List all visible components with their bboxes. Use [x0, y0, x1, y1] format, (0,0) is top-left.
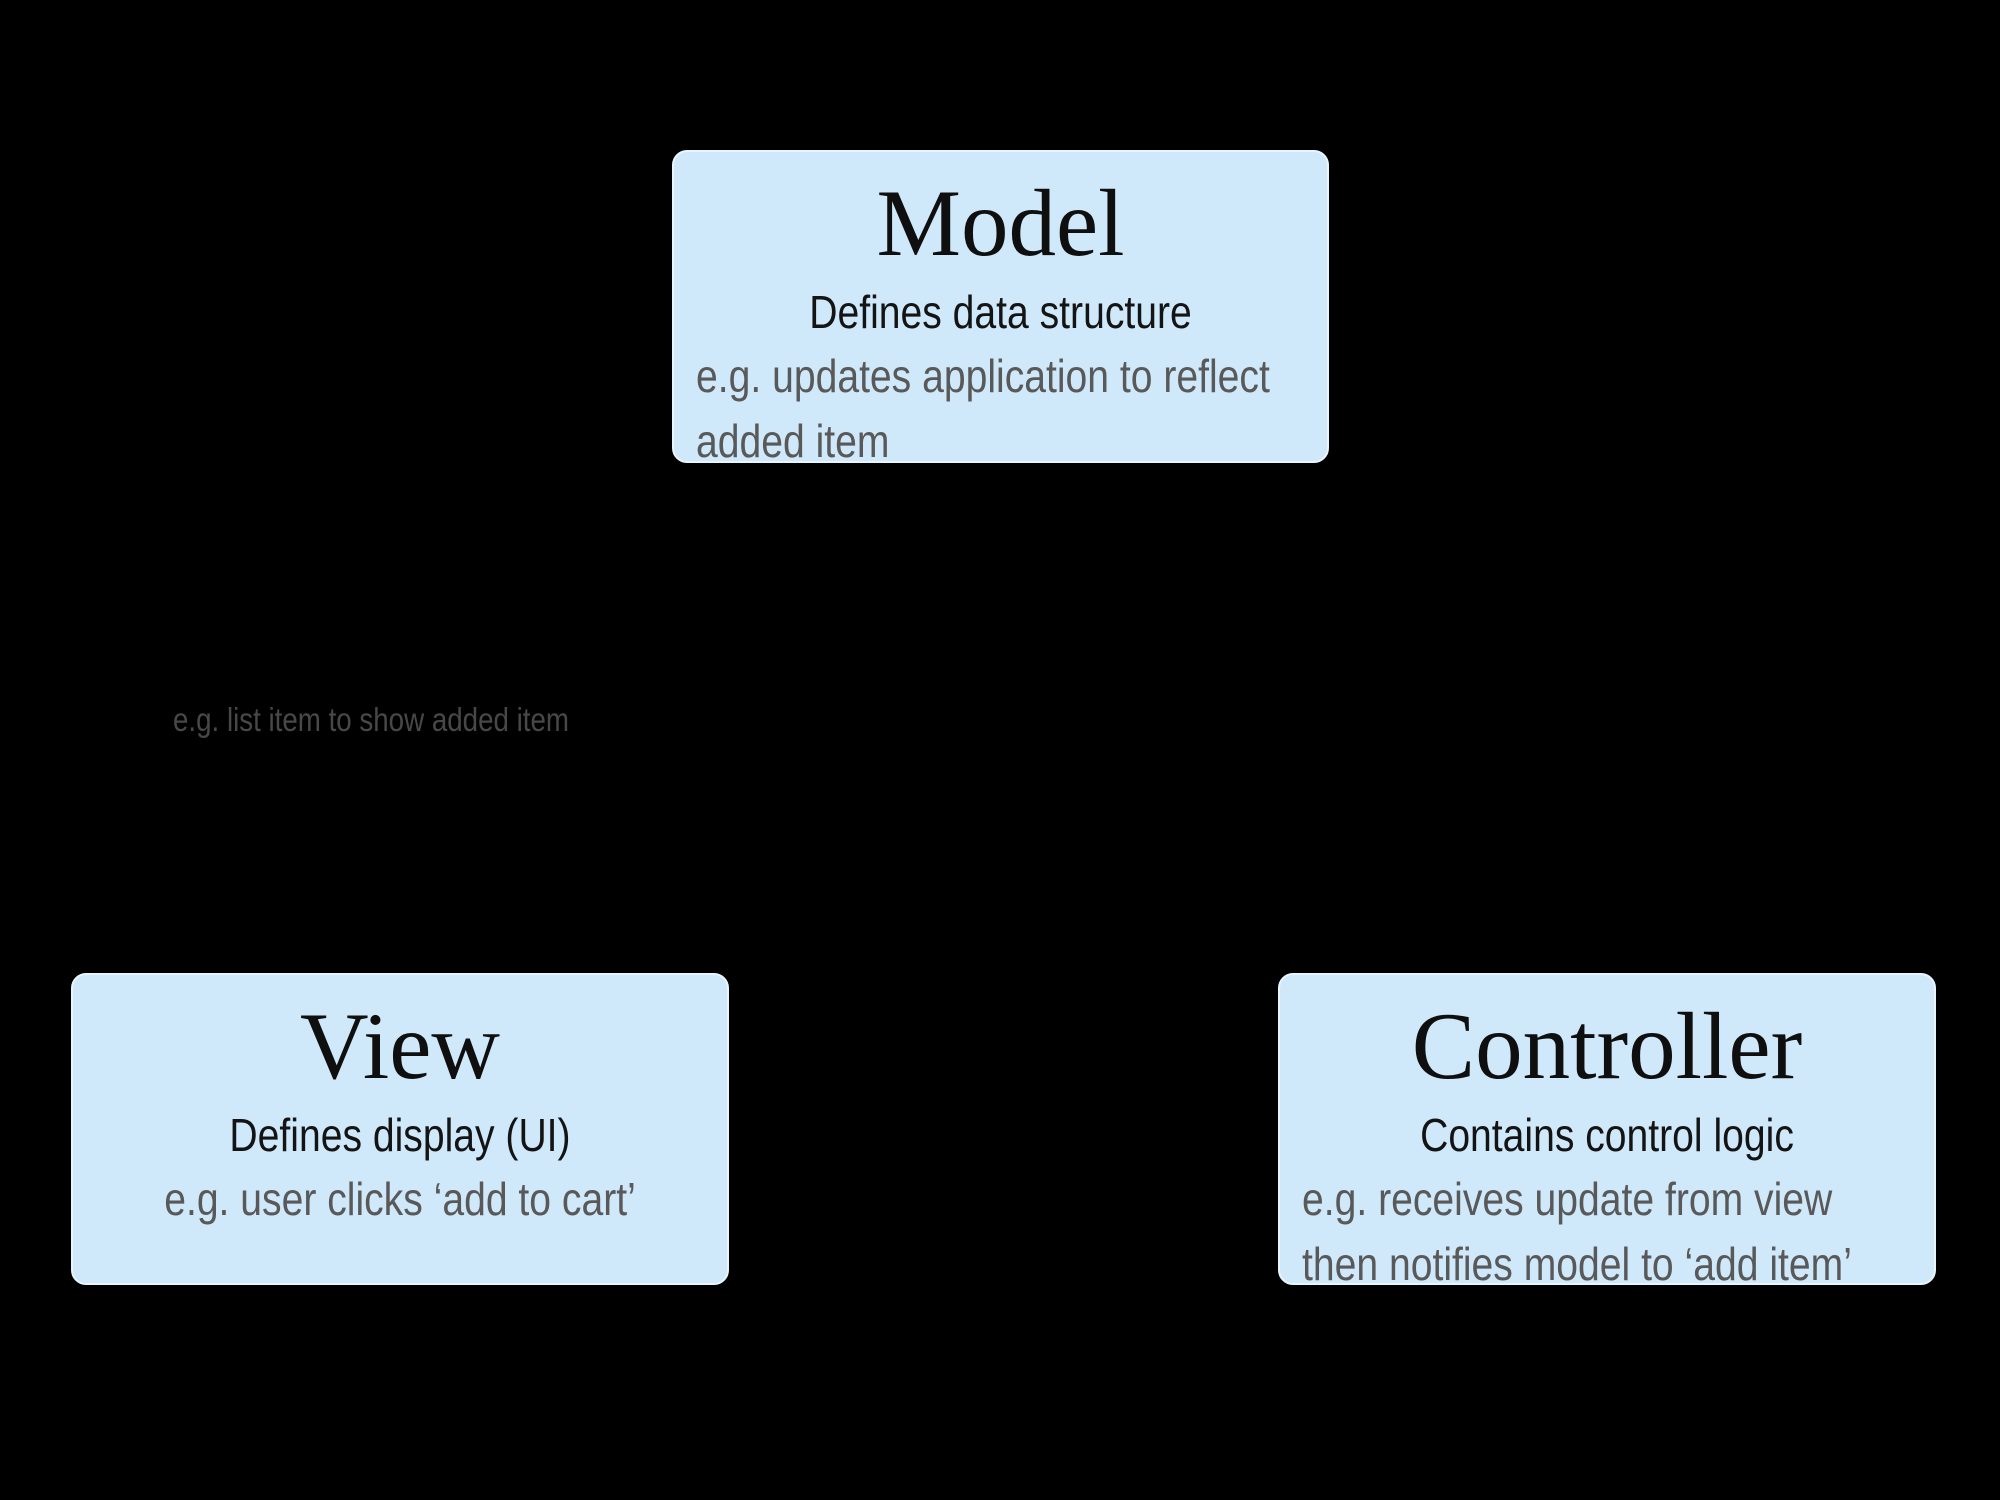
- model-title: Model: [876, 170, 1125, 276]
- view-subtitle: Defines display (UI): [229, 1108, 571, 1161]
- view-title: View: [299, 993, 501, 1099]
- controller-subtitle: Contains control logic: [1420, 1108, 1794, 1161]
- model-box: Model Defines data structure e.g. update…: [672, 150, 1329, 467]
- model-to-view-example-label: e.g. list item to show added item: [173, 701, 569, 738]
- controller-title: Controller: [1411, 993, 1803, 1099]
- model-subtitle: Defines data structure: [809, 285, 1192, 338]
- view-example-line-1: e.g. user clicks ‘add to cart’: [164, 1173, 636, 1226]
- controller-example-line-1: e.g. receives update from view: [1302, 1173, 1833, 1226]
- view-box: View Defines display (UI) e.g. user clic…: [71, 973, 729, 1285]
- controller-box: Controller Contains control logic e.g. r…: [1278, 973, 1936, 1290]
- model-example-line-1: e.g. updates application to reflect: [696, 350, 1270, 403]
- controller-example-line-2: then notifies model to ‘add item’: [1302, 1237, 1852, 1290]
- model-example-line-2: added item: [696, 414, 890, 467]
